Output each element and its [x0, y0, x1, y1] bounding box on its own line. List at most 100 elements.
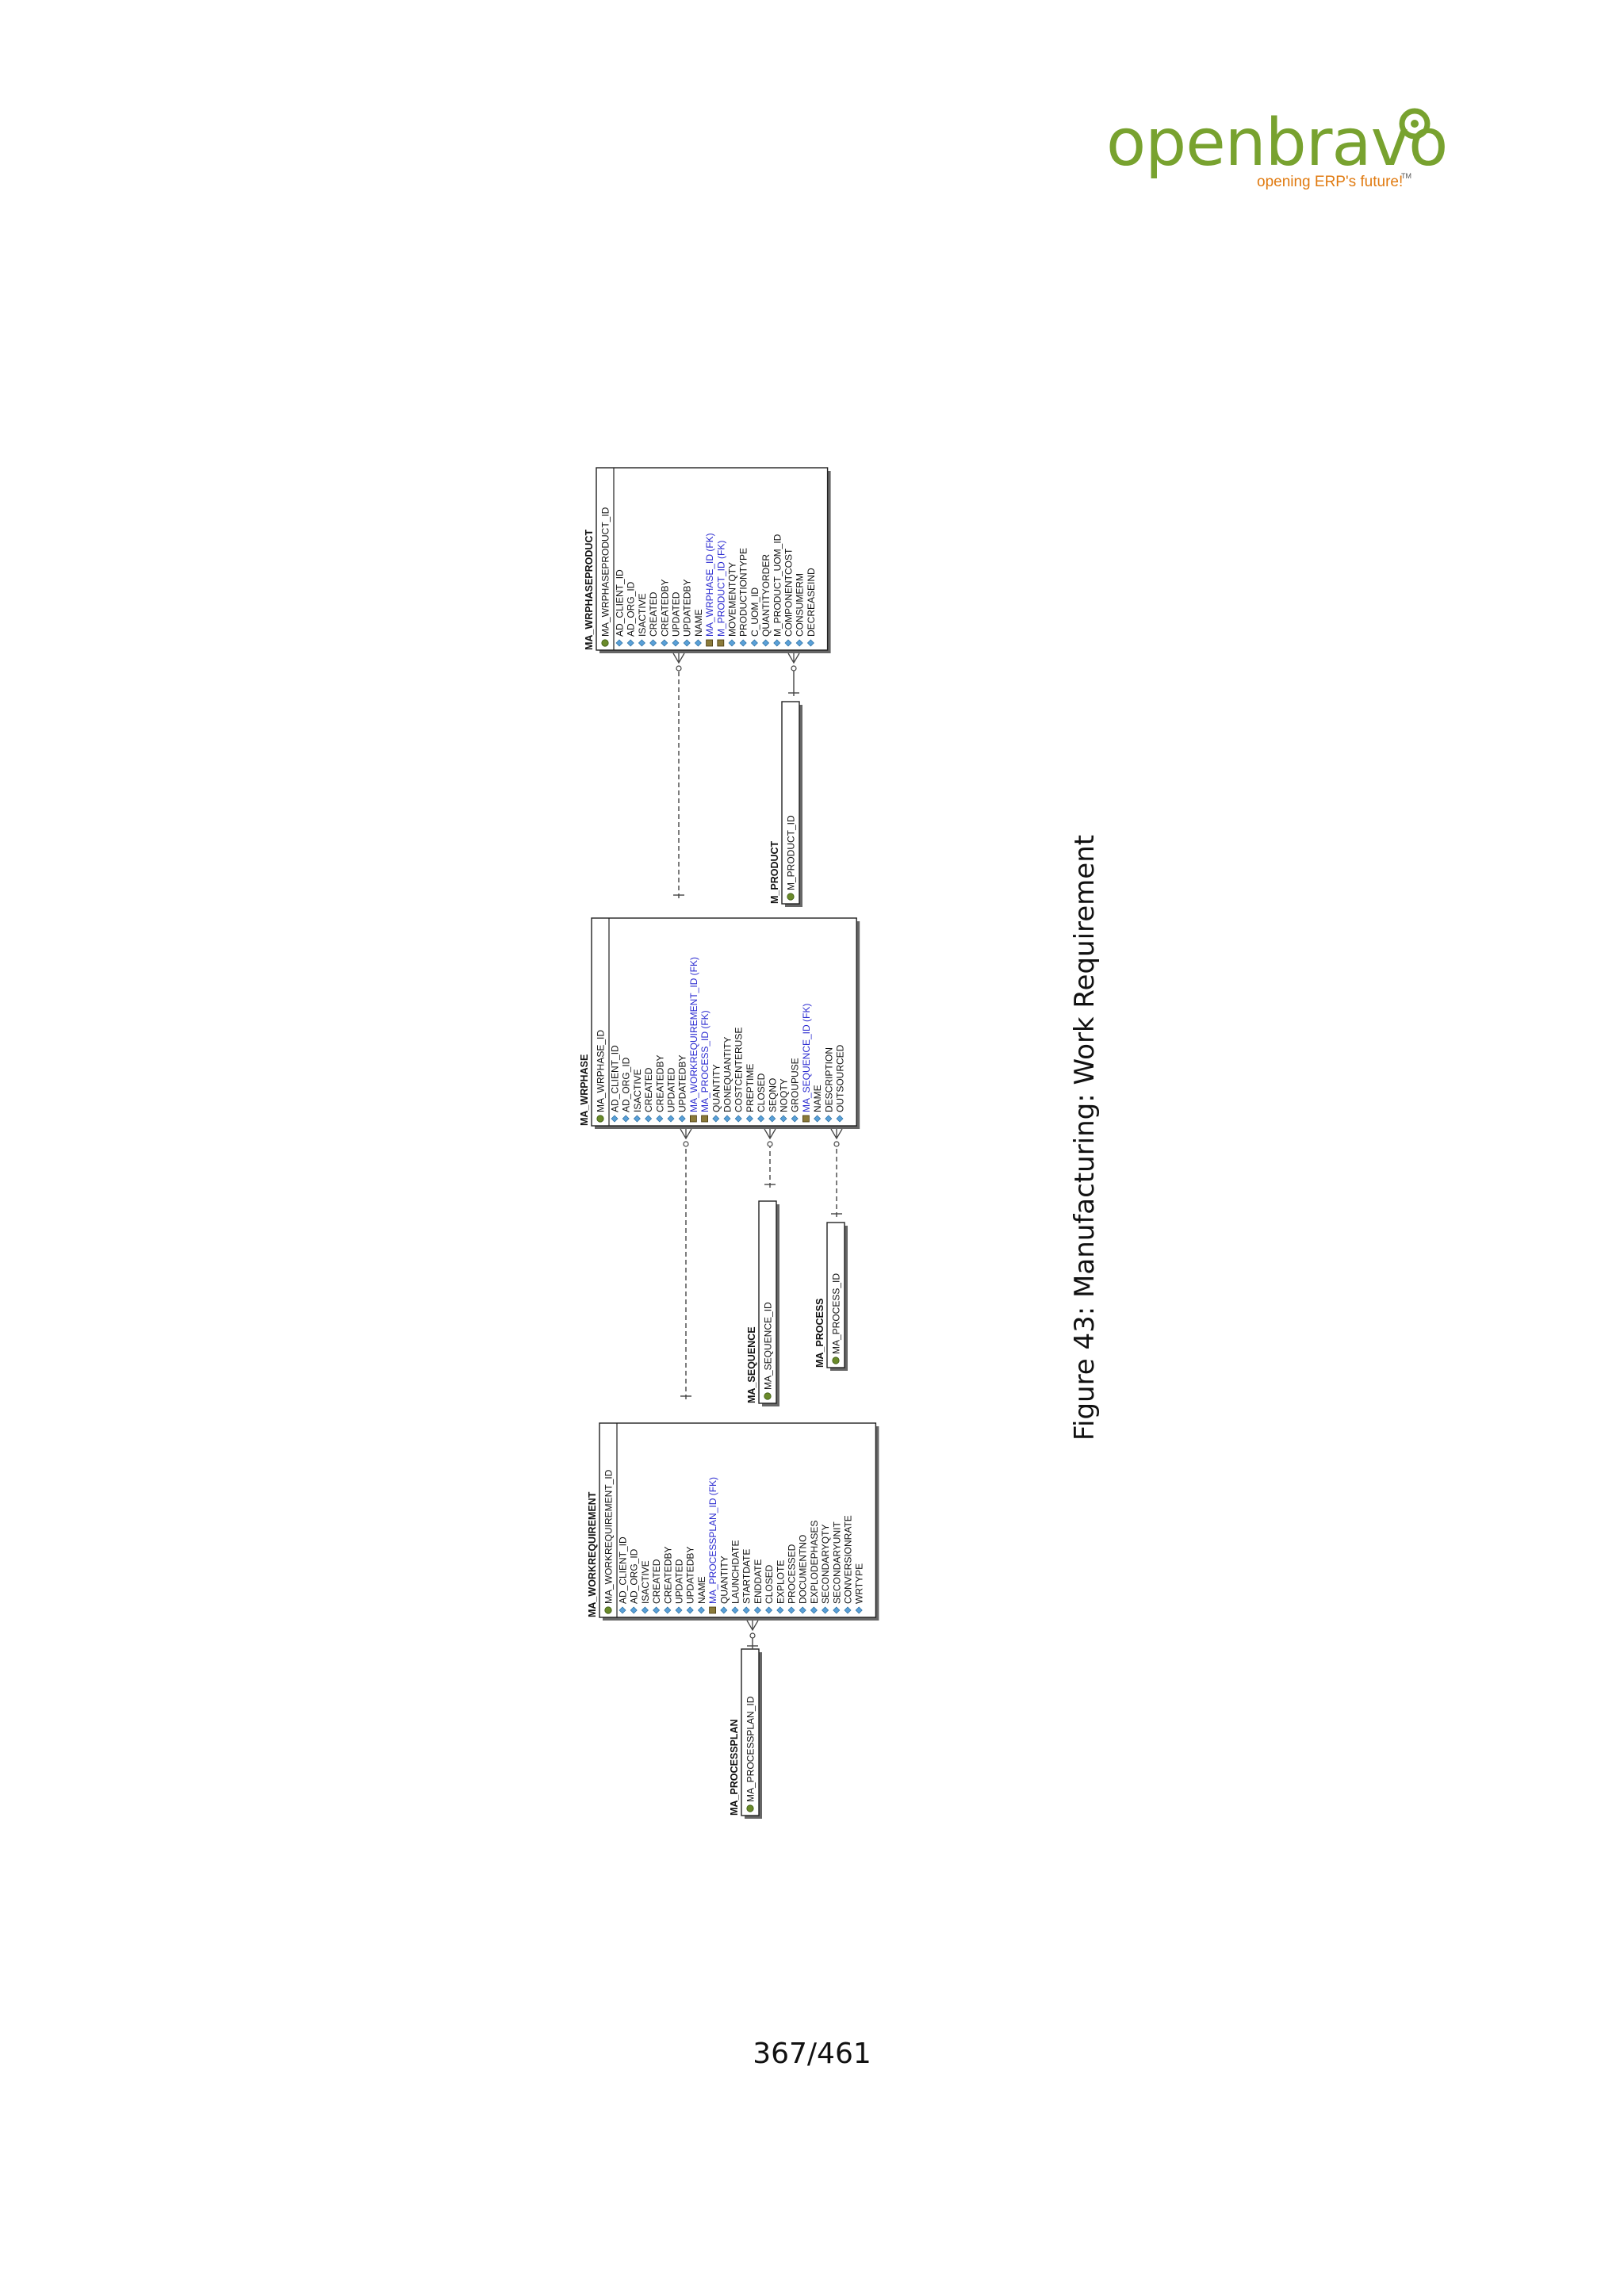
column: AD_ORG_ID — [621, 1057, 632, 1112]
column-icon — [664, 1606, 672, 1614]
column-icon — [833, 1606, 841, 1614]
primary-key-icon — [601, 639, 609, 647]
column: DECREASEIND — [806, 568, 817, 637]
column-icon — [742, 1606, 750, 1614]
relationship-rel-process-wrphase — [830, 1128, 843, 1217]
foreign-key-icon — [690, 1115, 697, 1123]
column: AD_CLIENT_ID — [615, 569, 626, 637]
column-icon — [672, 639, 680, 647]
column: QUANTITYORDER — [760, 554, 772, 637]
column-icon — [784, 639, 792, 647]
primary-key-column: MA_WORKREQUIREMENT_ID — [603, 1469, 615, 1604]
column-icon — [814, 1115, 822, 1123]
foreign-key-icon — [717, 639, 725, 647]
logo-wordmark: openbravo — [1106, 105, 1448, 181]
column: EXPLODEPHASES — [809, 1521, 820, 1604]
optional-marker — [833, 1141, 840, 1147]
column-icon — [836, 1115, 844, 1123]
column-icon — [622, 1115, 630, 1123]
column: COSTCENTERUSE — [733, 1027, 745, 1112]
foreign-key-icon — [802, 1115, 810, 1123]
foreign-key-column: MA_PROCESS_ID (FK) — [699, 1010, 710, 1112]
primary-key-column: M_PRODUCT_ID — [786, 815, 797, 890]
column-icon — [645, 1115, 653, 1123]
primary-key-icon — [596, 1115, 604, 1123]
column-icon — [739, 639, 747, 647]
foreign-key-icon — [706, 639, 713, 647]
entity-box — [591, 917, 857, 1127]
column: AD_CLIENT_ID — [610, 1045, 621, 1112]
column: SEQNO — [767, 1078, 778, 1112]
figure-caption: Figure 43: Manufacturing: Work Requireme… — [1069, 834, 1101, 1441]
column: MOVEMENTQTY — [727, 562, 738, 637]
column: UPDATEDBY — [682, 580, 693, 637]
column-icon — [799, 1606, 806, 1614]
column: UPDATED — [666, 1067, 677, 1112]
entity-title: MA_PROCESSPLAN — [729, 1719, 740, 1816]
column: CREATED — [651, 1559, 662, 1604]
primary-key-column: MA_WRPHASEPRODUCT_ID — [600, 507, 611, 637]
column-icon — [656, 1115, 664, 1123]
column: C_UOM_ID — [749, 587, 760, 637]
column: CREATED — [643, 1067, 654, 1112]
foreign-key-column: M_PRODUCT_ID (FK) — [715, 541, 726, 637]
column-icon — [745, 1115, 753, 1123]
many-marker — [672, 652, 685, 664]
column: CREATEDBY — [659, 580, 670, 637]
primary-key-icon — [746, 1804, 754, 1812]
column-icon — [822, 1606, 829, 1614]
column: PRODUCTIONTYPE — [738, 548, 749, 637]
foreign-key-icon — [709, 1606, 716, 1614]
foreign-key-column: MA_SEQUENCE_ID (FK) — [801, 1004, 812, 1112]
column: WRTYPE — [854, 1563, 865, 1604]
column-icon — [653, 1606, 661, 1614]
column: NOQTY — [779, 1078, 790, 1112]
column: CLOSED — [756, 1073, 767, 1112]
column-icon — [626, 639, 634, 647]
many-marker — [680, 1128, 692, 1140]
column-icon — [694, 639, 702, 647]
column-icon — [731, 1606, 739, 1614]
column: CREATEDBY — [662, 1547, 673, 1604]
many-marker — [764, 1128, 776, 1140]
column-icon — [779, 1115, 787, 1123]
column: EXPLOTE — [775, 1560, 786, 1604]
column: UPDATED — [671, 591, 682, 637]
column-icon — [765, 1606, 773, 1614]
column-icon — [638, 639, 645, 647]
entity-box — [826, 1222, 845, 1368]
column: CREATEDBY — [654, 1055, 665, 1112]
column: CLOSED — [764, 1564, 775, 1604]
column: DOCUMENTNO — [798, 1535, 809, 1604]
primary-key-column: MA_PROCESS_ID — [831, 1273, 842, 1354]
column: ISACTIVE — [632, 1069, 643, 1112]
column-icon — [762, 639, 770, 647]
column-icon — [791, 1115, 799, 1123]
primary-key-icon — [787, 893, 795, 901]
entity-title: M_PRODUCT — [769, 840, 780, 904]
column-icon — [757, 1115, 765, 1123]
foreign-key-column: MA_WORKREQUIREMENT_ID (FK) — [688, 957, 699, 1112]
optional-marker — [749, 1632, 756, 1639]
optional-marker — [676, 665, 682, 672]
column-icon — [661, 639, 668, 647]
column: M_PRODUCT_UOM_ID — [772, 534, 783, 637]
column-icon — [697, 1606, 705, 1614]
entity-box — [758, 1200, 777, 1404]
column-icon — [667, 1115, 675, 1123]
optional-marker — [683, 1141, 689, 1147]
entity-title: MA_SEQUENCE — [746, 1326, 757, 1403]
column: ISACTIVE — [637, 593, 648, 637]
relationship-rel-workrequirement-wrphase — [680, 1128, 692, 1399]
column-icon — [810, 1606, 818, 1614]
openbravo-logo: openbravo opening ERP's future! TM — [1106, 107, 1448, 202]
column: SECONDARYQTY — [820, 1525, 831, 1604]
primary-key-column: MA_WRPHASE_ID — [596, 1030, 607, 1112]
column-icon — [683, 639, 691, 647]
column: QUANTITY — [718, 1556, 730, 1604]
column: LAUNCHDATE — [730, 1540, 741, 1604]
column: DONEQUANTITY — [722, 1037, 733, 1112]
column: STARTDATE — [741, 1549, 753, 1604]
